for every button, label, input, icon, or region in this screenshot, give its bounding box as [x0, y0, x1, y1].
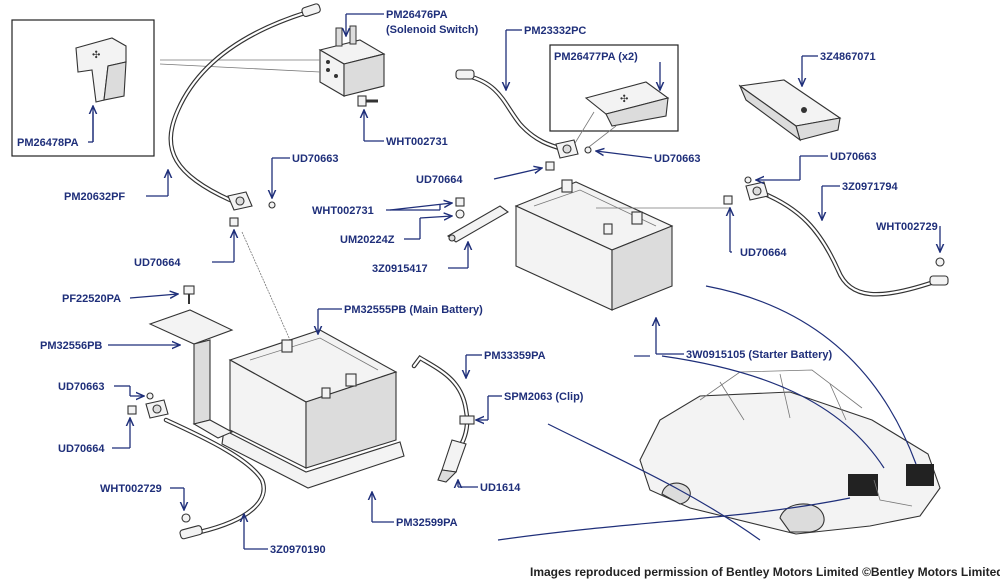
bolt-ud70664-a	[229, 217, 239, 227]
label-ud70663-c: UD70663	[830, 151, 876, 163]
terminal-clamp-a	[227, 191, 253, 211]
label-pm26476pa: PM26476PA	[386, 9, 448, 21]
svg-text:✣: ✣	[620, 94, 628, 105]
bolt-wht002731-a	[357, 95, 378, 107]
bolt-ud70664-c	[723, 195, 733, 205]
label-ud70664-a: UD70664	[134, 257, 181, 269]
label-pm32599pa: PM32599PA	[396, 517, 458, 529]
label-pm32556pb: PM32556PB	[40, 340, 102, 352]
label-wht002731-b: WHT002731	[312, 205, 374, 217]
label-ud70664-b: UD70664	[416, 174, 463, 186]
terminal-clamp-d	[745, 181, 769, 201]
label-ud1614: UD1614	[480, 482, 521, 494]
nut-wht002729-a	[935, 257, 945, 267]
label-solenoid-caption: (Solenoid Switch)	[386, 24, 479, 36]
label-pm23332pc: PM23332PC	[524, 25, 586, 37]
washer-um20224z	[455, 209, 465, 219]
bolt-wht002731-b	[455, 197, 465, 207]
main-battery-pm32555pb	[228, 329, 398, 469]
tray-pm32599pa	[221, 429, 405, 489]
cover-pm26477pa: ✣	[584, 81, 670, 127]
label-pm26478pa: PM26478PA	[17, 137, 79, 149]
label-pm32555pb: PM32555PB (Main Battery)	[344, 304, 483, 316]
svg-text:✣: ✣	[92, 50, 100, 61]
label-ud70664-c: UD70664	[740, 247, 787, 259]
label-3z0971794: 3Z0971794	[842, 181, 899, 193]
bracket-pm32556pb	[148, 309, 234, 439]
label-ud70663-a: UD70663	[292, 153, 338, 165]
label-3w0915105: 3W0915105 (Starter Battery)	[686, 349, 832, 361]
nut-ud70663-d	[146, 392, 154, 400]
clip-spm2063	[459, 415, 475, 425]
bolt-pf22520pa	[183, 285, 195, 304]
cover-3z4867071	[738, 79, 842, 142]
bolt-ud70664-b	[545, 161, 555, 171]
terminal-clamp-b	[145, 399, 169, 419]
cover-inset-box	[549, 44, 679, 132]
bracket-pm26478pa: ✣	[75, 37, 127, 103]
nut-ud70663-a	[268, 201, 276, 209]
label-pm20632pf: PM20632PF	[64, 191, 125, 203]
label-3z0970190: 3Z0970190	[270, 544, 326, 556]
sensor-ud1614	[437, 439, 467, 483]
label-ud70663-d: UD70663	[58, 381, 104, 393]
bracket-inset-box	[11, 19, 155, 157]
copyright-credit: Images reproduced permission of Bentley …	[530, 565, 1000, 579]
solenoid-switch-pm26476pa	[318, 25, 386, 97]
label-3z0915417: 3Z0915417	[372, 263, 428, 275]
label-spm2063: SPM2063 (Clip)	[504, 391, 584, 403]
label-ud70663-b: UD70663	[654, 153, 700, 165]
label-pm33359pa: PM33359PA	[484, 350, 546, 362]
nut-wht002729-b	[181, 513, 191, 523]
leader-lines	[108, 13, 940, 550]
terminal-clamp-c	[555, 139, 579, 159]
label-3z4867071: 3Z4867071	[820, 51, 876, 63]
label-wht002729-a: WHT002729	[876, 221, 938, 233]
label-pm26477pa: PM26477PA (x2)	[554, 51, 638, 63]
label-um20224z: UM20224Z	[340, 234, 395, 246]
car-outline	[639, 369, 941, 535]
label-wht002731-a: WHT002731	[386, 136, 448, 148]
nut-ud70663-b	[584, 146, 592, 154]
nut-ud70663-c	[744, 176, 752, 184]
label-ud70664-d: UD70664	[58, 443, 105, 455]
label-wht002729-b: WHT002729	[100, 483, 162, 495]
bolt-ud70664-d	[127, 405, 137, 415]
starter-battery-3w0915105	[514, 179, 674, 311]
label-pf22520pa: PF22520PA	[62, 293, 121, 305]
strap-3z0915417	[447, 205, 509, 243]
